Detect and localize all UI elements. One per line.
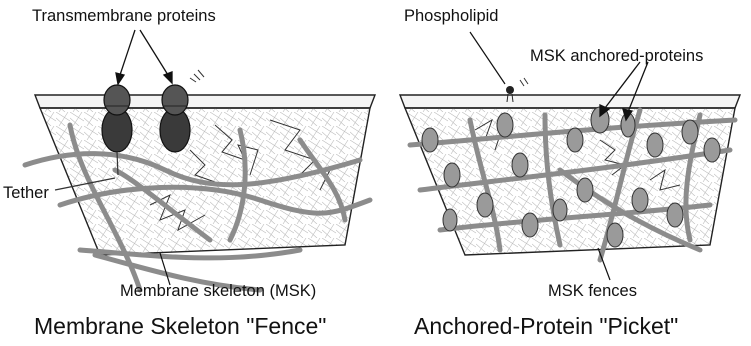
label-msk-anchored-proteins: MSK anchored-proteins — [530, 48, 703, 65]
transmembrane-protein-2 — [160, 85, 190, 152]
label-phospholipid: Phospholipid — [404, 8, 499, 25]
motion-marks — [190, 70, 204, 82]
label-transmembrane-proteins: Transmembrane proteins — [32, 8, 216, 25]
label-msk-fences: MSK fences — [548, 283, 637, 300]
label-membrane-skeleton: Membrane skeleton (MSK) — [120, 283, 316, 300]
title-picket: Anchored-Protein "Picket" — [414, 315, 678, 338]
right-membrane-top — [400, 95, 740, 108]
left-membrane-top — [35, 95, 375, 108]
left-membrane-panel — [25, 30, 375, 290]
right-membrane-panel — [400, 32, 740, 280]
title-fence: Membrane Skeleton "Fence" — [34, 315, 326, 338]
phospholipid-arrow — [470, 32, 505, 84]
label-tether: Tether — [3, 185, 49, 202]
transmembrane-arrows — [116, 30, 172, 84]
